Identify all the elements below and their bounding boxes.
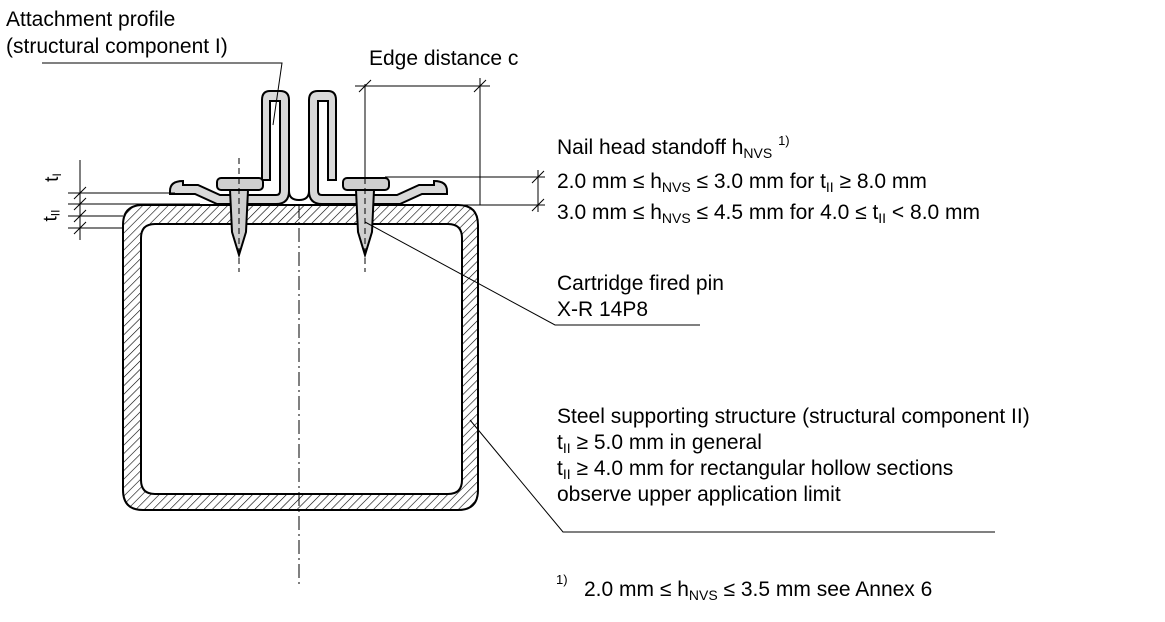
standoff-dimension xyxy=(385,170,545,212)
edge-distance-label: Edge distance c xyxy=(369,47,519,70)
steel-rule-2: tII ≥ 4.0 mm for rectangular hollow sect… xyxy=(557,457,954,482)
leader-steel xyxy=(469,419,995,533)
profile-web xyxy=(288,140,310,202)
footnote-ref: 1) xyxy=(778,133,790,148)
attachment-profile-right xyxy=(308,90,448,205)
dim-tI-label: tI xyxy=(41,173,64,182)
dim-tII-label: tII xyxy=(40,209,63,222)
steel-rule-1: tII ≥ 5.0 mm in general xyxy=(557,431,762,456)
pin-left xyxy=(216,158,264,272)
pin-label-1: Cartridge fired pin xyxy=(557,272,724,295)
steel-hollow-section xyxy=(122,204,479,511)
steel-structure-label: Steel supporting structure (structural c… xyxy=(557,405,1030,428)
standoff-rule-2: 3.0 mm ≤ hNVS ≤ 4.5 mm for 4.0 ≤ tII < 8… xyxy=(557,201,981,226)
nail-head-standoff-label: Nail head standoff hNVS 1) xyxy=(557,133,790,161)
edge-distance-dimension xyxy=(355,78,490,205)
leader-pin xyxy=(364,221,700,326)
pin-label-2: X-R 14P8 xyxy=(557,298,649,321)
footnote-mark: 1) xyxy=(556,572,568,587)
footnote-text: 2.0 mm ≤ hNVS ≤ 3.5 mm see Annex 6 xyxy=(584,578,933,603)
leader-attachment-profile xyxy=(42,62,283,126)
thickness-dimension xyxy=(68,160,200,240)
steel-rule-3: observe upper application limit xyxy=(557,483,841,506)
attachment-profile-label-2: (structural component I) xyxy=(6,35,228,58)
standoff-rule-1: 2.0 mm ≤ hNVS ≤ 3.0 mm for tII ≥ 8.0 mm xyxy=(557,170,927,195)
attachment-profile-label-1: Attachment profile xyxy=(6,8,176,31)
